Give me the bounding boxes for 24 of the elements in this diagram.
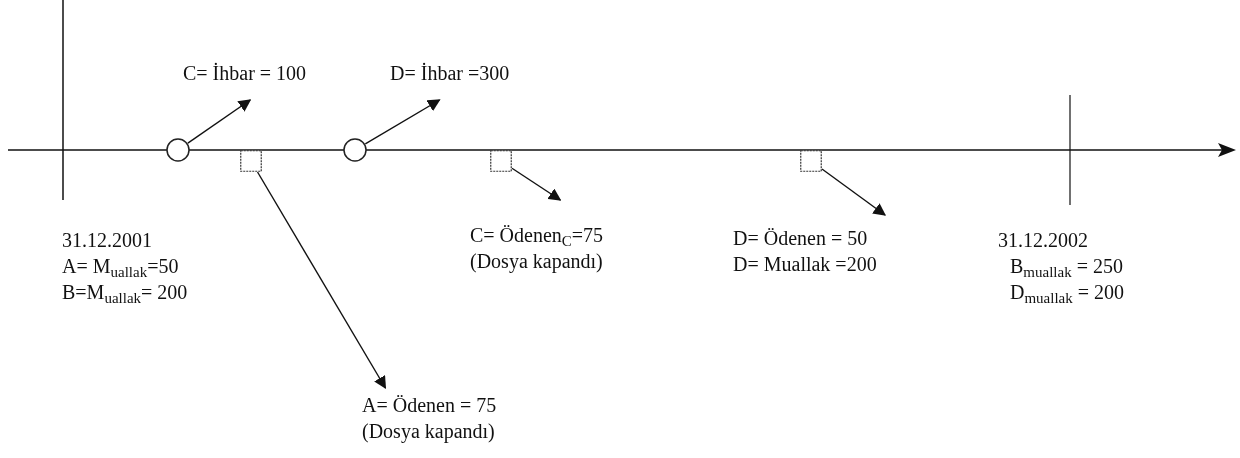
event-text: A= Ödenen = 75 [362,393,497,418]
date-label: 31.12.2002 [998,228,1088,253]
event-text: D= Muallak =200 [733,252,877,277]
balance-label: A= M$_{uallak}$=50 [62,254,179,279]
balance-label: B$_{muallak}$ = 250 [1010,254,1123,279]
event-text: (Dosya kapandı) [470,249,603,274]
arrow [256,171,387,390]
event-text: D= Ödenen = 50 [733,226,868,251]
event-text: (Dosya kapandı) [362,419,495,444]
date-label: 31.12.2001 [62,228,152,253]
event-circle [166,138,190,162]
payment-square [800,150,822,172]
event-text: D= İhbar =300 [390,61,510,86]
event-circle [343,138,367,162]
payment-square [240,150,262,172]
event-text: C= İhbar = 100 [183,61,307,86]
arrow [187,99,252,144]
arrow [821,168,886,216]
payment-square [490,150,512,172]
balance-label: B=M$_{uallak}$= 200 [62,280,188,305]
arrow [511,167,562,201]
arrow [364,99,441,145]
balance-label: D$_{muallak}$ = 200 [1010,280,1125,305]
event-text: C= Ödenen$_{C}$=75 [470,223,604,248]
